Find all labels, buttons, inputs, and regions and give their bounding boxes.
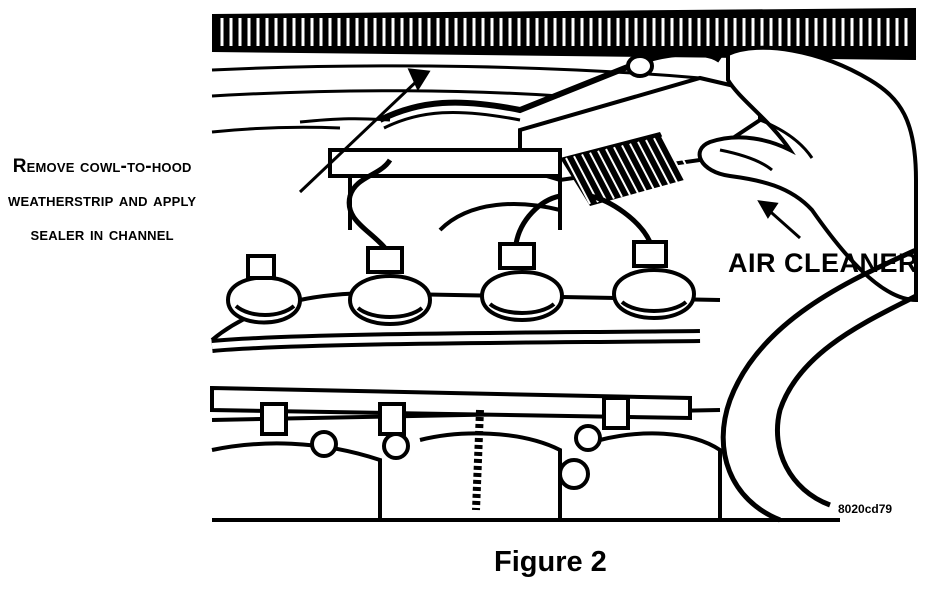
figure-caption: Figure 2 (494, 546, 607, 578)
cowl-grille (211, 8, 917, 60)
air-cleaner-assembly (378, 45, 918, 303)
spark-plug-boot (225, 254, 303, 325)
weatherstrip-callout-line3: sealer in channel (30, 224, 174, 245)
spark-plug-boots (225, 240, 697, 326)
ignition-wires (346, 158, 653, 250)
weatherstrip-callout: Remove cowl-to-hood weatherstrip and app… (8, 150, 196, 252)
fuel-rail (210, 329, 701, 490)
spark-plug-boot (347, 246, 433, 326)
air-duct (472, 247, 918, 523)
spark-plug-boot (611, 240, 697, 320)
spark-plug-boot (479, 242, 565, 322)
air-cleaner-callout: AIR CLEANER (728, 248, 919, 278)
weatherstrip-callout-line1: Remove cowl-to-hood (12, 156, 192, 177)
image-code-label: 8020cd79 (838, 502, 893, 516)
weatherstrip-callout-line2: weatherstrip and apply (8, 190, 197, 211)
leader-lines (298, 68, 801, 240)
